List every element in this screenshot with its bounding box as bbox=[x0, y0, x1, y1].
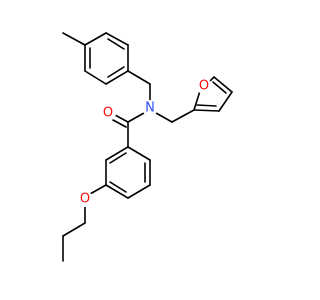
bond bbox=[127, 112, 145, 123]
bond bbox=[105, 70, 129, 85]
bond bbox=[84, 70, 107, 85]
bond bbox=[212, 81, 227, 94]
bond bbox=[171, 109, 195, 123]
bond bbox=[127, 70, 151, 85]
bond bbox=[109, 181, 127, 193]
bonds bbox=[62, 32, 233, 262]
bond bbox=[105, 32, 129, 46]
bond bbox=[89, 184, 107, 195]
bond bbox=[218, 91, 233, 112]
bond bbox=[193, 109, 220, 112]
atom-n-text: N bbox=[145, 101, 155, 116]
bond bbox=[193, 90, 201, 111]
bond bbox=[196, 104, 217, 107]
bond bbox=[62, 222, 86, 237]
bond bbox=[107, 66, 125, 78]
bond bbox=[62, 32, 86, 46]
structure-drawing: N O O O bbox=[62, 32, 233, 262]
atom-o-carbonyl-text: O bbox=[103, 106, 113, 121]
furan-oxygen-label: O bbox=[196, 78, 212, 94]
atom-o-ether-text: O bbox=[80, 192, 90, 207]
atom-labels: N O O O bbox=[77, 78, 212, 207]
bond bbox=[155, 112, 173, 123]
bond bbox=[213, 76, 233, 93]
atom-o-furan-text: O bbox=[199, 79, 209, 94]
amide-nitrogen-label: N bbox=[142, 100, 158, 116]
carbonyl-oxygen-label: O bbox=[100, 105, 116, 121]
bond bbox=[114, 114, 129, 123]
ether-oxygen-label: O bbox=[77, 191, 93, 207]
bond bbox=[127, 146, 151, 161]
bond bbox=[109, 152, 127, 164]
bond bbox=[107, 38, 125, 50]
bond bbox=[105, 184, 129, 199]
bond bbox=[127, 184, 151, 199]
bond bbox=[112, 119, 127, 128]
bond bbox=[84, 32, 107, 46]
bond bbox=[105, 146, 129, 161]
structure-canvas: N O O O bbox=[62, 32, 233, 262]
